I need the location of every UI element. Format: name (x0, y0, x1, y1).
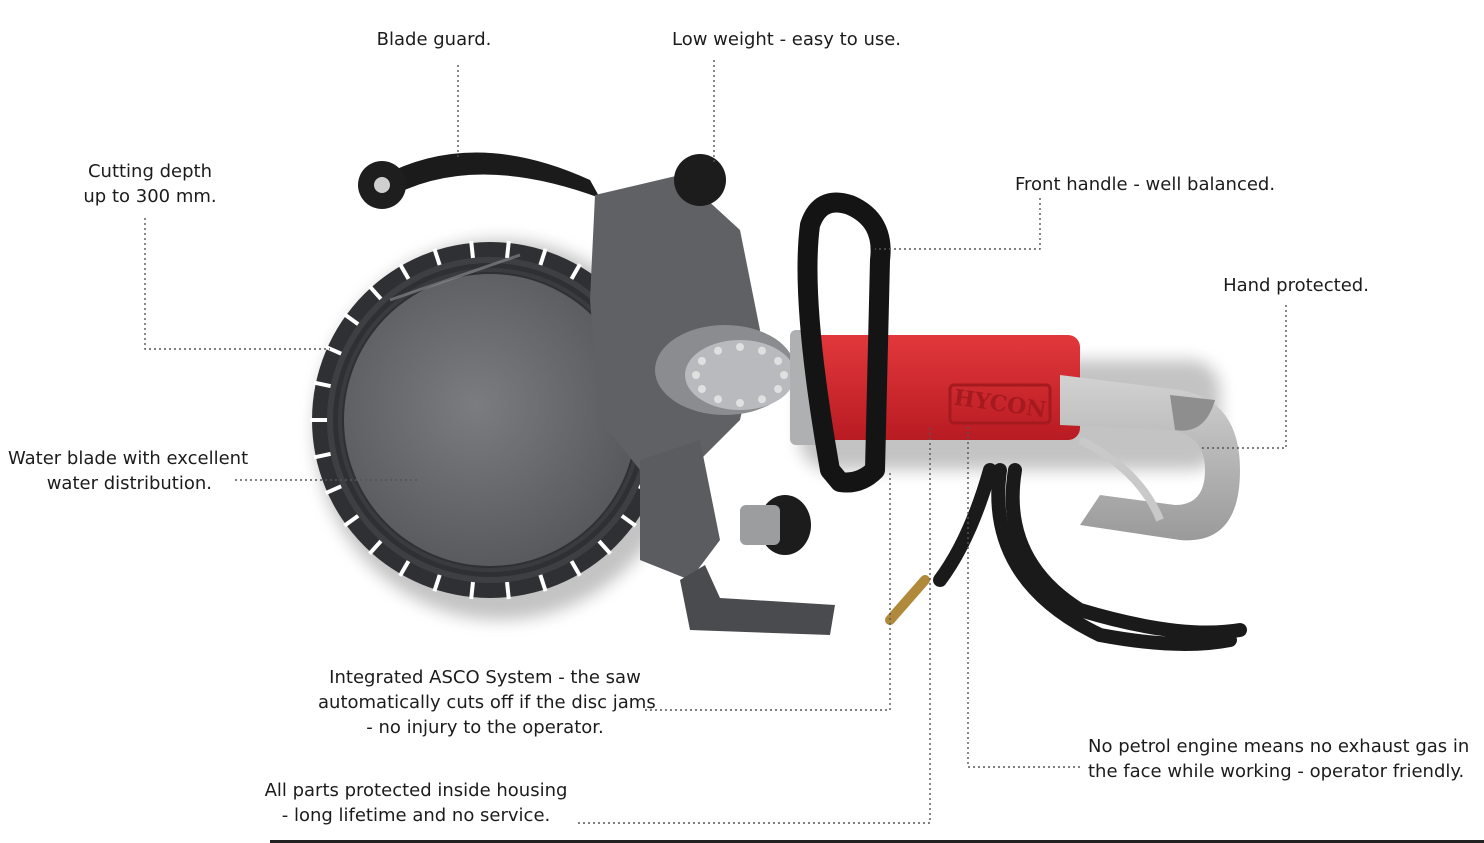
housing-bolt (758, 346, 766, 355)
blade-tooth-gap (368, 539, 384, 556)
leader-lines (144, 60, 1287, 824)
bottom-rule (270, 840, 1484, 843)
blade-tooth-gap (324, 484, 343, 496)
blade-tooth-gap (569, 263, 582, 281)
gear-housing (590, 154, 835, 635)
callout-parts-protected: All parts protected inside housing - lon… (264, 780, 568, 826)
blade-tooth-gap (469, 580, 476, 600)
blade-tooth-gap (538, 573, 548, 592)
callout-blade-guard: Blade guard. (376, 29, 492, 50)
blade-tooth-gap (619, 513, 637, 528)
rear-grip (1060, 375, 1240, 541)
housing-bolt (774, 357, 783, 365)
callout-asco-system: Integrated ASCO System - the saw automat… (318, 667, 656, 738)
housing-bolt (697, 385, 706, 393)
callout-front-handle: Front handle - well balanced. (1015, 174, 1276, 195)
callout-low-weight: Low weight - easy to use. (672, 29, 902, 50)
housing-bolt (692, 371, 700, 379)
callout-hand-protected: Hand protected. (1223, 275, 1369, 296)
blade-tooth-gap (569, 559, 582, 577)
blade-tooth-gap (432, 248, 442, 267)
housing-bolt (714, 346, 722, 355)
blade-tooth-gap (398, 559, 411, 577)
hoses (933, 463, 1247, 651)
blade-tooth-gap (504, 240, 511, 260)
callout-water-blade: Water blade with excellent water distrib… (8, 448, 249, 494)
blade-tooth-gap (313, 451, 332, 460)
blade-tooth-gap (504, 580, 511, 600)
housing-bolt (697, 357, 706, 365)
callout-cutting-depth: Cutting depth up to 300 mm. (83, 161, 217, 207)
blade-tooth-gap (469, 240, 476, 260)
blade-tooth-gap (313, 380, 332, 389)
housing-bolt (758, 395, 766, 404)
blade-tooth-gap (343, 513, 361, 528)
housing-bolt (780, 371, 788, 379)
blade-tooth-gap (538, 248, 548, 267)
housing-bolt (774, 385, 783, 393)
blade-tooth-gap (596, 539, 612, 556)
blade-guard (358, 152, 600, 209)
callout-no-petrol: No petrol engine means no exhaust gas in… (1088, 736, 1470, 782)
housing-bolt (736, 399, 744, 407)
motor-body (790, 330, 1080, 445)
front-handle (797, 192, 891, 493)
housing-bolt (714, 395, 722, 404)
housing-bolt (736, 343, 744, 351)
blade-tooth-gap (368, 284, 384, 301)
blade-tooth-gap (398, 263, 411, 281)
blade-tooth-gap (432, 573, 442, 592)
blade (310, 240, 670, 600)
blade-tooth-gap (324, 344, 343, 356)
blade-tooth-gap (343, 312, 361, 327)
